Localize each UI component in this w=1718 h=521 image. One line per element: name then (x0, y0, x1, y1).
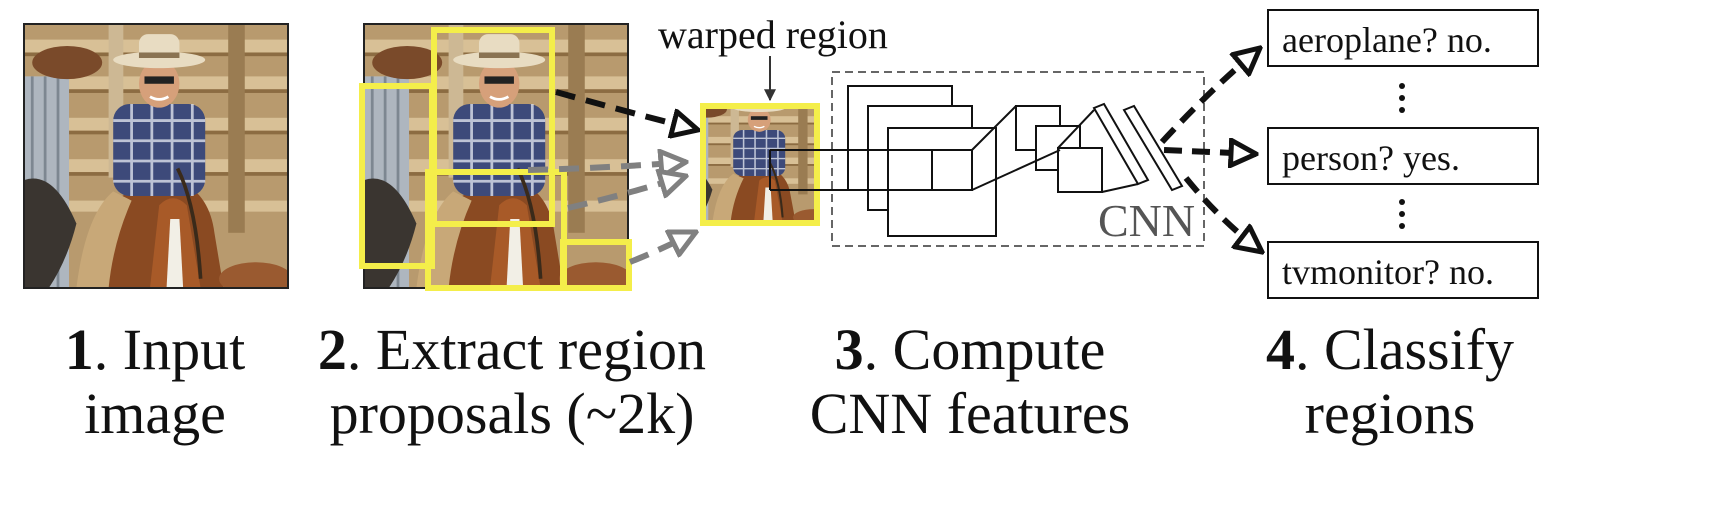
output-box-tvmonitor: tvmonitor? no. (1267, 241, 1539, 299)
dashed-arrow-dark (555, 89, 698, 130)
step-title: . Compute (863, 317, 1106, 382)
cnn-kernel (931, 149, 973, 191)
classify-arrow-tvmonitor (1183, 176, 1262, 252)
output-label-aeroplane: aeroplane? no. (1282, 20, 1492, 60)
step-subtitle: CNN features (809, 381, 1131, 446)
classify-arrow-aeroplane (1159, 48, 1260, 145)
step-number: 1 (64, 317, 94, 382)
step-title: . Classify (1294, 317, 1515, 382)
output-label-tvmonitor: tvmonitor? no. (1282, 252, 1494, 292)
step-number: 2 (317, 317, 347, 382)
cnn-label: CNN (1098, 195, 1195, 246)
vertical-ellipsis (1399, 199, 1405, 229)
step-caption-1: 1. Input image (20, 318, 290, 446)
vertical-ellipsis (1399, 83, 1405, 113)
step-number: 3 (834, 317, 864, 382)
cnn-fc-2 (1122, 104, 1184, 192)
step-caption-2: 2. Extract region proposals (~2k) (312, 318, 712, 446)
proposal-box-horse (425, 169, 567, 291)
proposal-image (363, 23, 629, 289)
output-label-person: person? yes. (1282, 138, 1460, 178)
input-image (23, 23, 289, 289)
dashed-arrow-gray (567, 176, 686, 211)
cnn-layer-6 (1057, 147, 1103, 193)
step-subtitle: image (84, 381, 226, 446)
warped-region-label: warped region (658, 12, 888, 57)
output-box-aeroplane: aeroplane? no. (1267, 9, 1539, 67)
output-box-person: person? yes. (1267, 127, 1539, 185)
proposal-box-gate (359, 83, 435, 269)
dashed-arrow-gray (527, 162, 686, 170)
cnn-fc-1 (1092, 102, 1150, 186)
step-caption-3: 3. Compute CNN features (800, 318, 1140, 446)
proposal-box-small (560, 239, 632, 291)
step-title: . Input (93, 317, 246, 382)
step-caption-4: 4. Classify regions (1240, 318, 1540, 446)
dashed-arrow-gray (628, 229, 696, 265)
step-number: 4 (1265, 317, 1295, 382)
proposal-boxes (359, 27, 632, 291)
step-subtitle: regions (1304, 381, 1476, 446)
cnn-dashed-box (831, 71, 1205, 247)
cnn-block: CNN (769, 71, 1205, 247)
step-subtitle: proposals (~2k) (329, 381, 695, 446)
classify-arrow-person (1163, 150, 1256, 154)
step-title: . Extract region (346, 317, 707, 382)
warped-region-image (700, 103, 820, 226)
